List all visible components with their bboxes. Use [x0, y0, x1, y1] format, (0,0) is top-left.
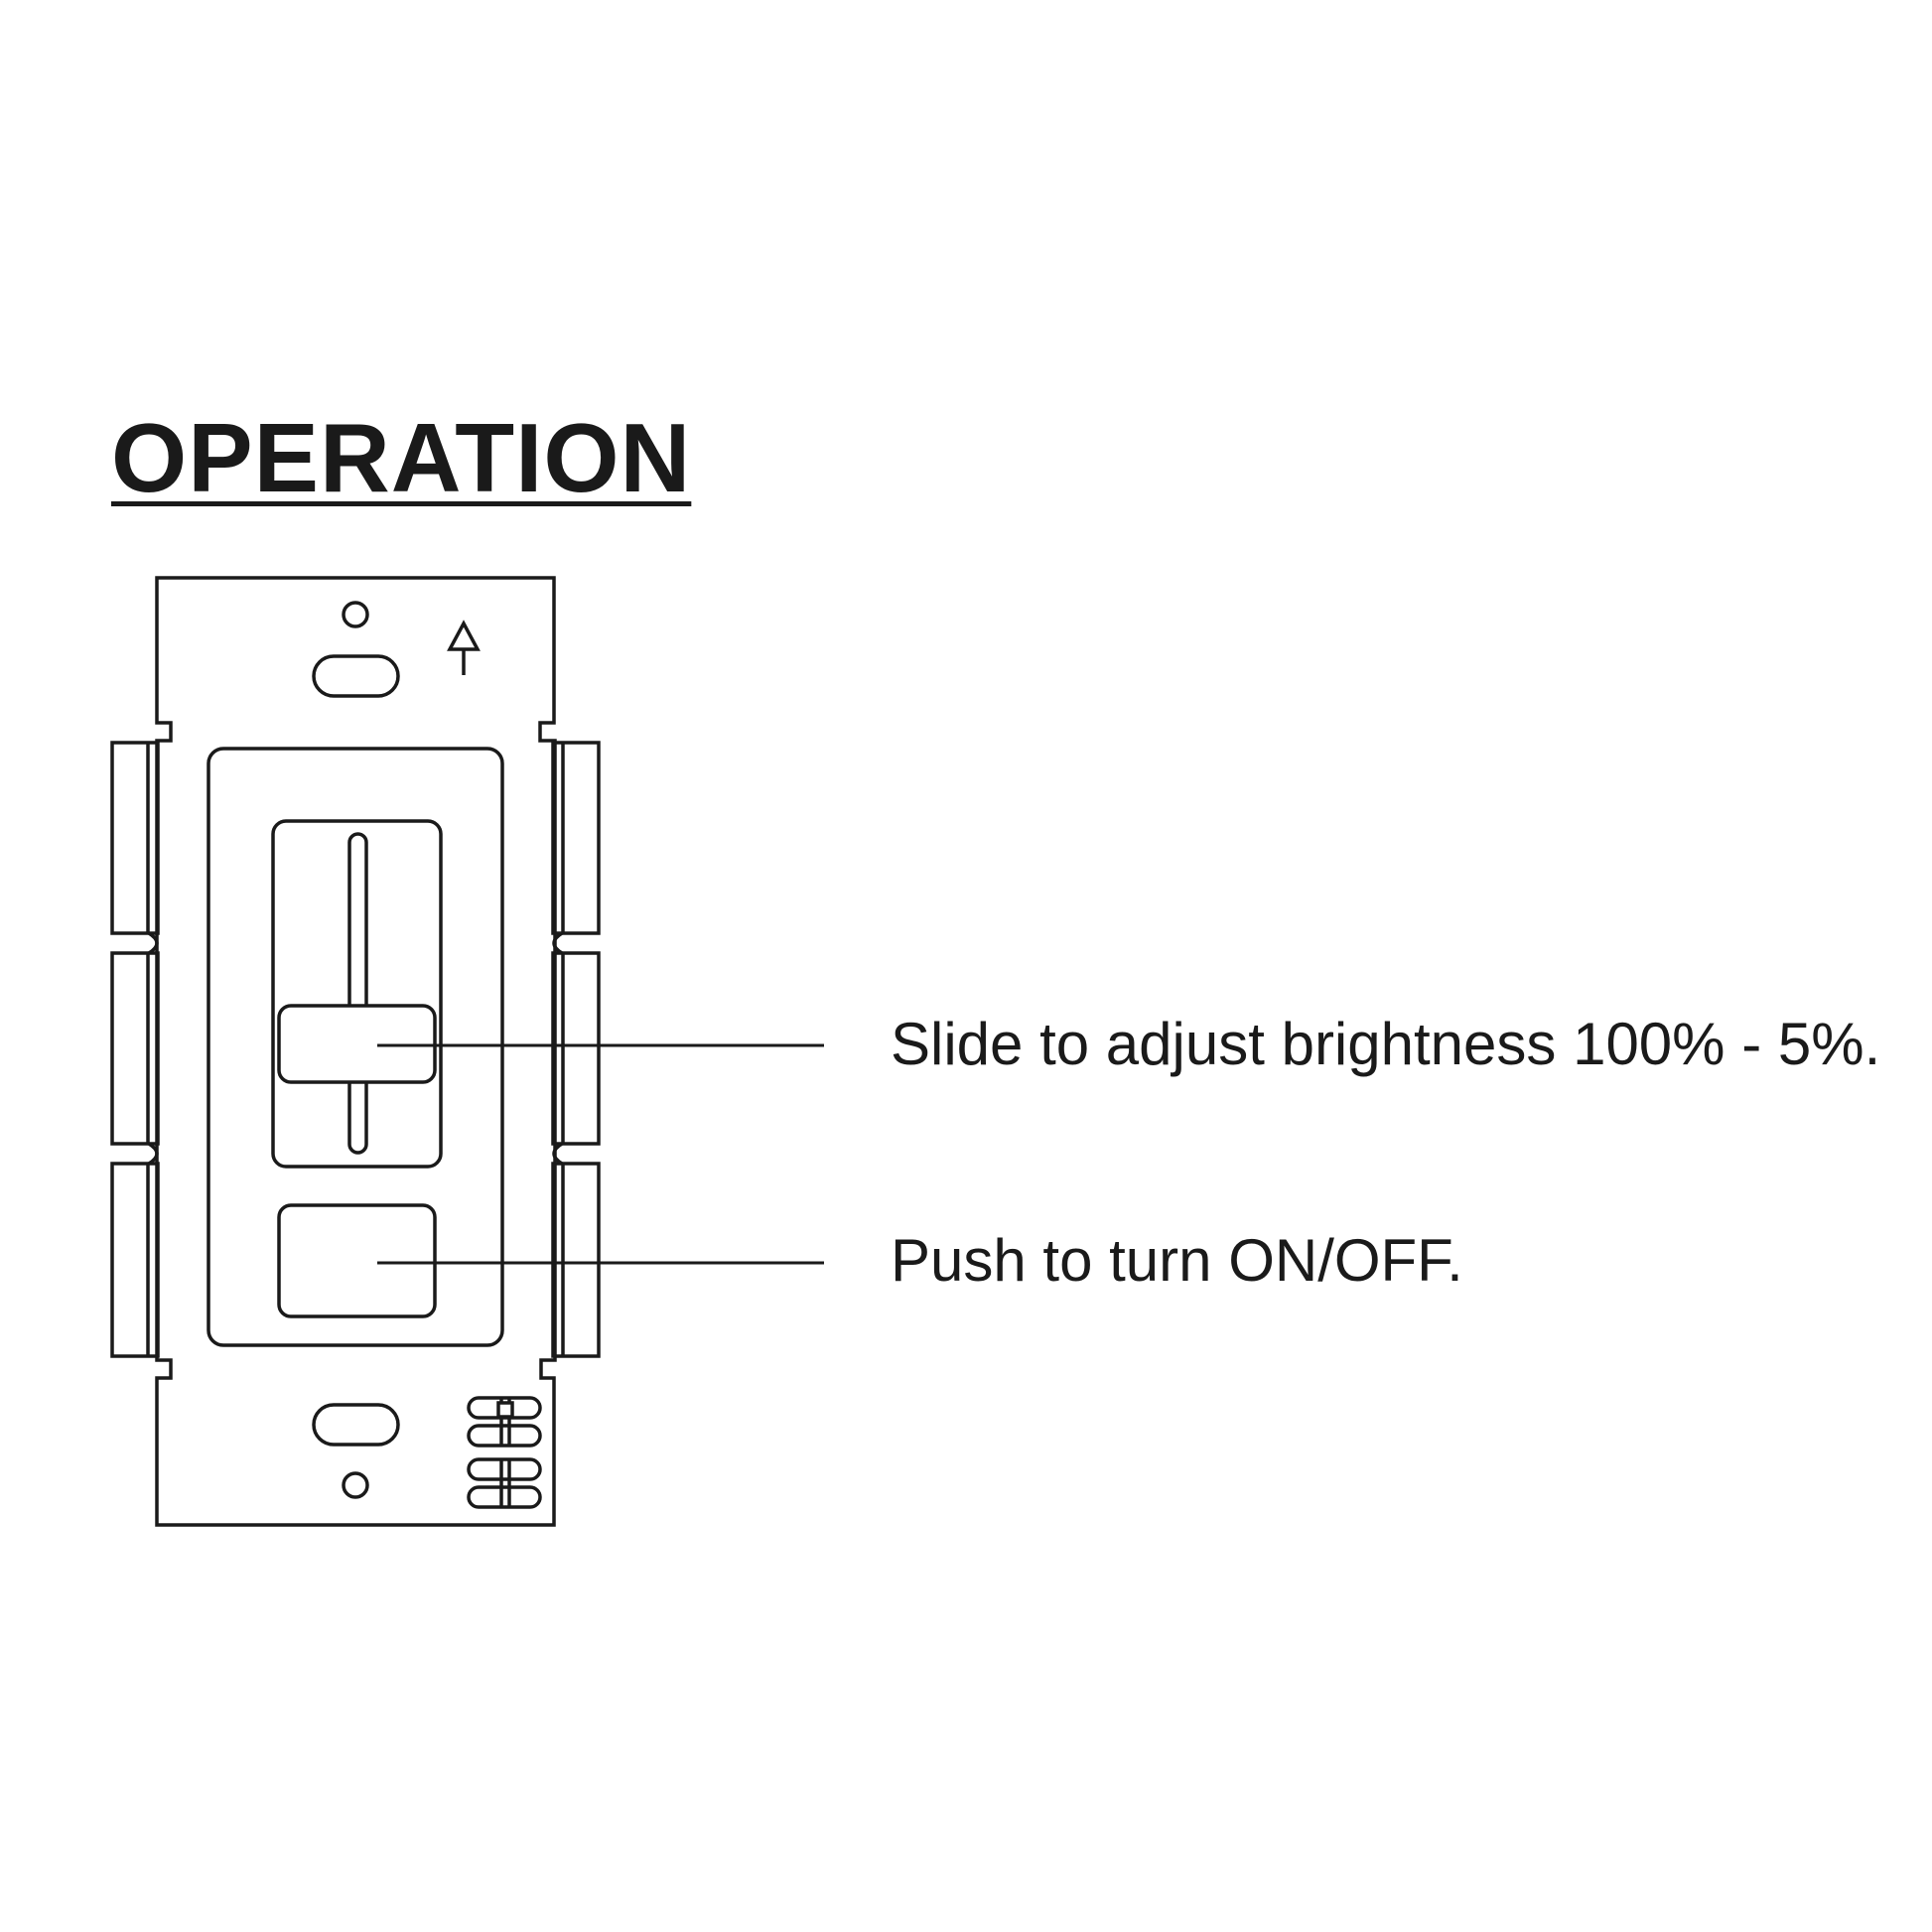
- up-arrow-icon: [447, 620, 481, 675]
- slider-frame: [271, 819, 443, 1169]
- terminal-block-icon: [467, 1396, 542, 1509]
- wall-plate-outline: [155, 576, 557, 1527]
- right-mounting-tabs: [551, 741, 601, 1358]
- top-screw-hole: [342, 601, 369, 628]
- bottom-slot: [312, 1403, 400, 1447]
- page-title: OPERATION: [111, 403, 692, 512]
- slider-track: [347, 832, 368, 1155]
- top-slot: [312, 654, 400, 698]
- slider-callout-label: Slide to adjust brightness 100% - 5%.: [891, 1011, 1881, 1077]
- button-callout-label: Push to turn ON/OFF.: [891, 1227, 1463, 1294]
- left-mounting-tabs: [110, 741, 160, 1358]
- bottom-screw-hole: [342, 1471, 369, 1499]
- power-push-button[interactable]: [277, 1203, 437, 1318]
